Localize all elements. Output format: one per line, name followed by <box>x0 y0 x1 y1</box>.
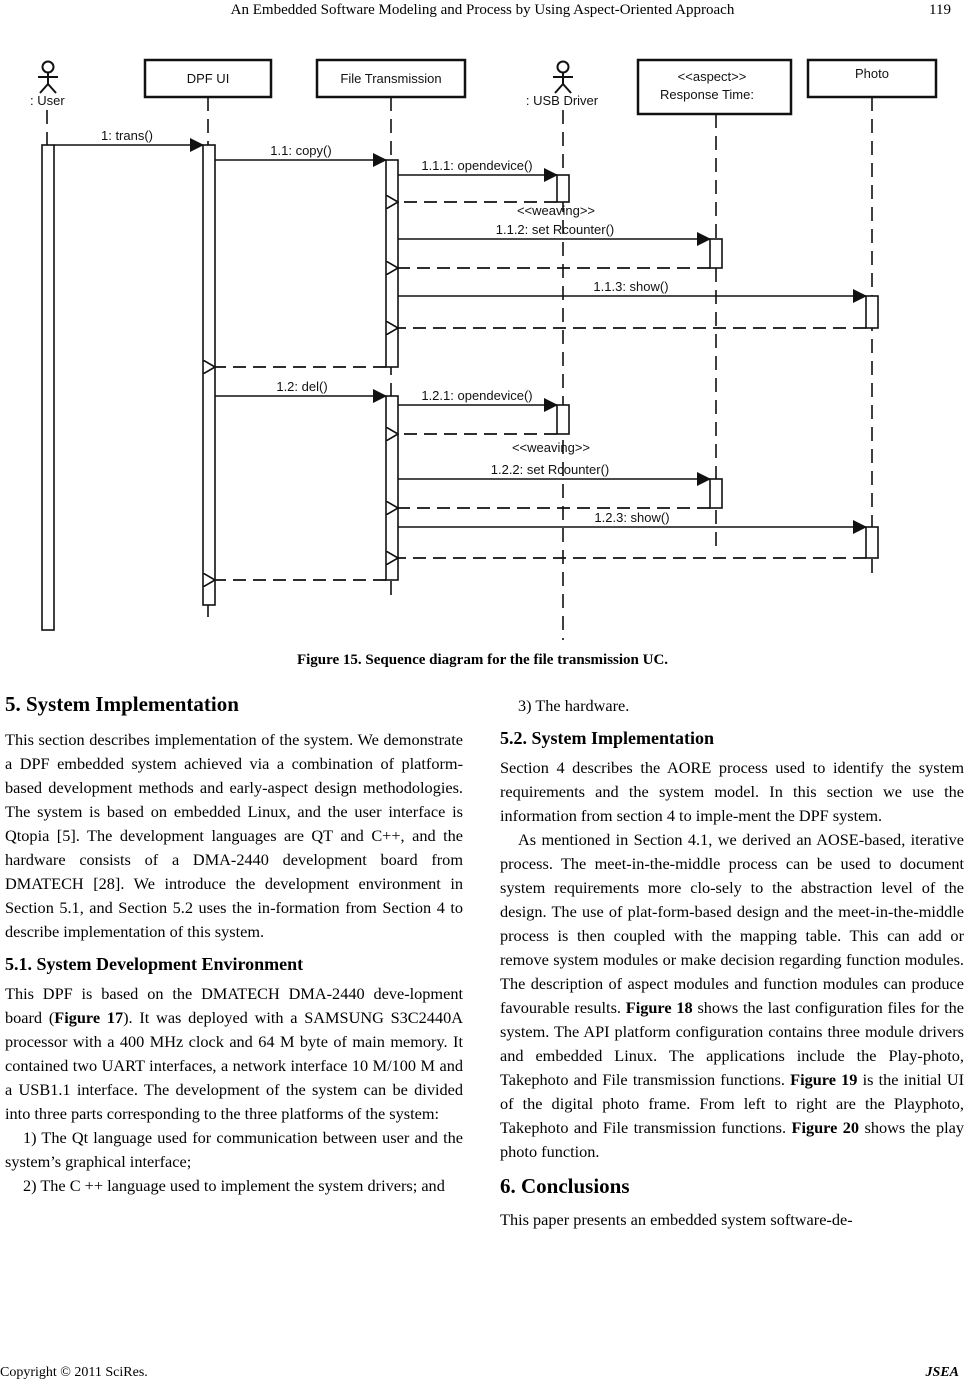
figure-17-ref: Figure 17 <box>54 1008 124 1027</box>
activation-usbdriver-1 <box>556 174 570 203</box>
section-5-paragraph: This section describes implementation of… <box>5 730 463 941</box>
section-5-1-heading: 5.1. System Development Environment <box>5 954 304 974</box>
lifeline-responsetime-stereotype: <<aspect>> <box>678 69 747 84</box>
figure-19-ref: Figure 19 <box>790 1070 858 1089</box>
message-label-trans: 1: trans() <box>101 128 153 143</box>
message-label-opendevice-1: 1.1.1: opendevice() <box>421 158 532 173</box>
figure-18-ref: Figure 18 <box>625 998 693 1017</box>
section-6-paragraph: This paper presents an embedded system s… <box>500 1210 853 1229</box>
running-header: An Embedded Software Modeling and Proces… <box>230 2 735 18</box>
lifeline-responsetime-label: Response Time: <box>660 87 754 102</box>
section-5-2-paragraph-1: Section 4 describes the AORE process use… <box>500 758 964 825</box>
right-column: 3) The hardware. 5.2. System Implementat… <box>500 694 964 1232</box>
message-label-show-1: 1.1.3: show() <box>593 279 668 294</box>
lifeline-filetransmission-label: File Transmission <box>340 71 441 86</box>
footer-journal: JSEA <box>925 1365 959 1380</box>
figure-20-ref: Figure 20 <box>791 1118 860 1137</box>
message-label-setrcounter-2: 1.2.2: set Rcounter() <box>491 462 610 477</box>
section-5-1-paragraph: This DPF is based on the DMATECH DMA-244… <box>5 984 463 1123</box>
activation-filetransmission-1 <box>385 159 399 368</box>
lifeline-dpfui-head: DPF UI <box>143 58 273 99</box>
activation-filetransmission-2 <box>385 395 399 581</box>
lifeline-responsetime-head: <<aspect>> Response Time: <box>636 58 793 116</box>
lifeline-photo-label: Photo <box>855 66 889 81</box>
lifeline-filetransmission-head: File Transmission <box>315 58 467 99</box>
message-label-show-2: 1.2.3: show() <box>594 510 669 525</box>
message-label-weaving-2: <<weaving>> <box>512 440 590 455</box>
activation-dpfui <box>202 144 216 606</box>
activation-usbdriver-2 <box>556 404 570 435</box>
left-column: 5. System Implementation This section de… <box>5 690 463 1198</box>
message-label-copy: 1.1: copy() <box>270 143 331 158</box>
lifeline-usbdriver-label: : USB Driver <box>526 93 599 108</box>
activation-photo-1 <box>865 295 879 329</box>
footer-copyright: Copyright © 2011 SciRes. <box>0 1365 148 1380</box>
section-5-2-paragraph-2: As mentioned in Section 4.1, we derived … <box>500 830 964 1161</box>
section-6-heading: 6. Conclusions <box>500 1174 630 1198</box>
lifeline-usbdriver-head: : USB Driver <box>526 60 599 108</box>
lifeline-dpfui-label: DPF UI <box>187 71 230 86</box>
activation-responsetime-1 <box>709 238 723 269</box>
section-5-heading: 5. System Implementation <box>5 692 239 716</box>
message-label-del: 1.2: del() <box>276 379 327 394</box>
list-item-3: 3) The hardware. <box>518 696 630 715</box>
sequence-diagram: : User DPF UI File Transmission : USB Dr… <box>30 58 938 640</box>
lifeline-photo-head: Photo <box>806 58 938 99</box>
activation-responsetime-2 <box>709 478 723 509</box>
activation-photo-2 <box>865 526 879 559</box>
figure-caption: Figure 15. Sequence diagram for the file… <box>296 652 669 668</box>
list-item-1: 1) The Qt language used for communicatio… <box>5 1128 463 1171</box>
section-5-2-heading: 5.2. System Implementation <box>500 728 714 748</box>
lifeline-user-head: : User <box>30 60 65 108</box>
message-label-weaving-1: <<weaving>> <box>517 203 595 218</box>
message-label-setrcounter-1: 1.1.2: set Rcounter() <box>496 222 615 237</box>
message-label-opendevice-2: 1.2.1: opendevice() <box>421 388 532 403</box>
lifeline-user-label: : User <box>30 93 65 108</box>
page-number: 119 <box>929 2 951 18</box>
list-item-2: 2) The C ++ language used to implement t… <box>23 1176 445 1195</box>
activation-user <box>41 144 55 631</box>
